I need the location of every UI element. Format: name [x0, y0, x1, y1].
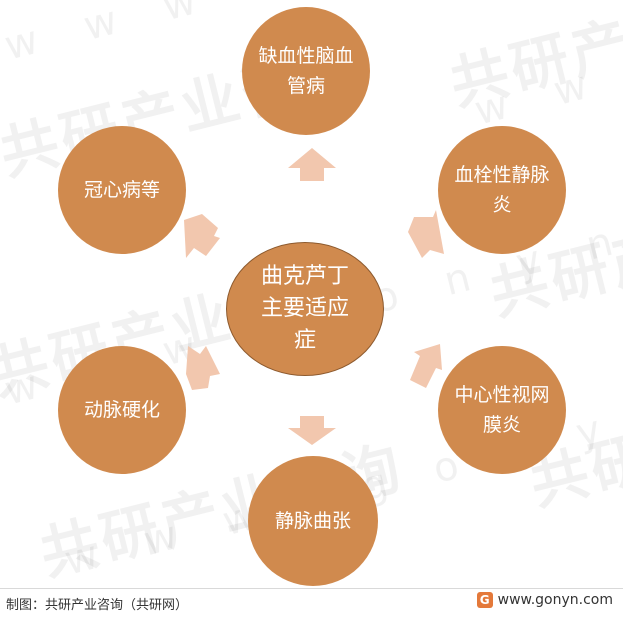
node-label: 血栓性静脉炎: [454, 164, 550, 216]
node-label: 中心性视网膜炎: [454, 384, 550, 436]
arrow-to-upper-right: [408, 210, 444, 258]
node-label: 冠心病等: [83, 179, 160, 201]
arrow-to-lower-right: [410, 344, 442, 388]
node-upper-right: 血栓性静脉炎: [438, 126, 566, 254]
node-label: 静脉曲张: [274, 510, 351, 532]
node-bottom: 静脉曲张: [248, 456, 378, 586]
website-url[interactable]: www.gonyn.com: [497, 592, 613, 608]
center-label: 曲克芦丁主要适应症: [260, 264, 349, 353]
arrow-shape: [184, 214, 220, 258]
arrow-to-lower-left: [186, 346, 220, 390]
gonyn-logo-icon: G: [476, 592, 493, 608]
node-label: 动脉硬化: [83, 399, 160, 421]
arrow-shape: [410, 344, 442, 388]
node-lower-right: 中心性视网膜炎: [438, 346, 566, 474]
arrow-shape: [408, 210, 444, 258]
website-credit: G www.gonyn.com: [476, 592, 613, 608]
arrow-to-upper-left: [184, 214, 220, 258]
node-upper-left: 冠心病等: [58, 126, 186, 254]
arrow-shape: [288, 148, 336, 181]
footer-divider: [0, 588, 623, 589]
node-top: 缺血性脑血管病: [242, 7, 370, 135]
arrow-to-top: [288, 148, 336, 181]
node-lower-left: 动脉硬化: [58, 346, 186, 474]
arrow-shape: [288, 416, 336, 445]
arrow-to-bottom: [288, 416, 336, 445]
arrow-shape: [186, 346, 220, 390]
source-note: 制图：共研产业咨询（共研网）: [6, 598, 189, 613]
center-node: 曲克芦丁主要适应症: [226, 242, 384, 376]
node-label: 缺血性脑血管病: [258, 45, 354, 97]
